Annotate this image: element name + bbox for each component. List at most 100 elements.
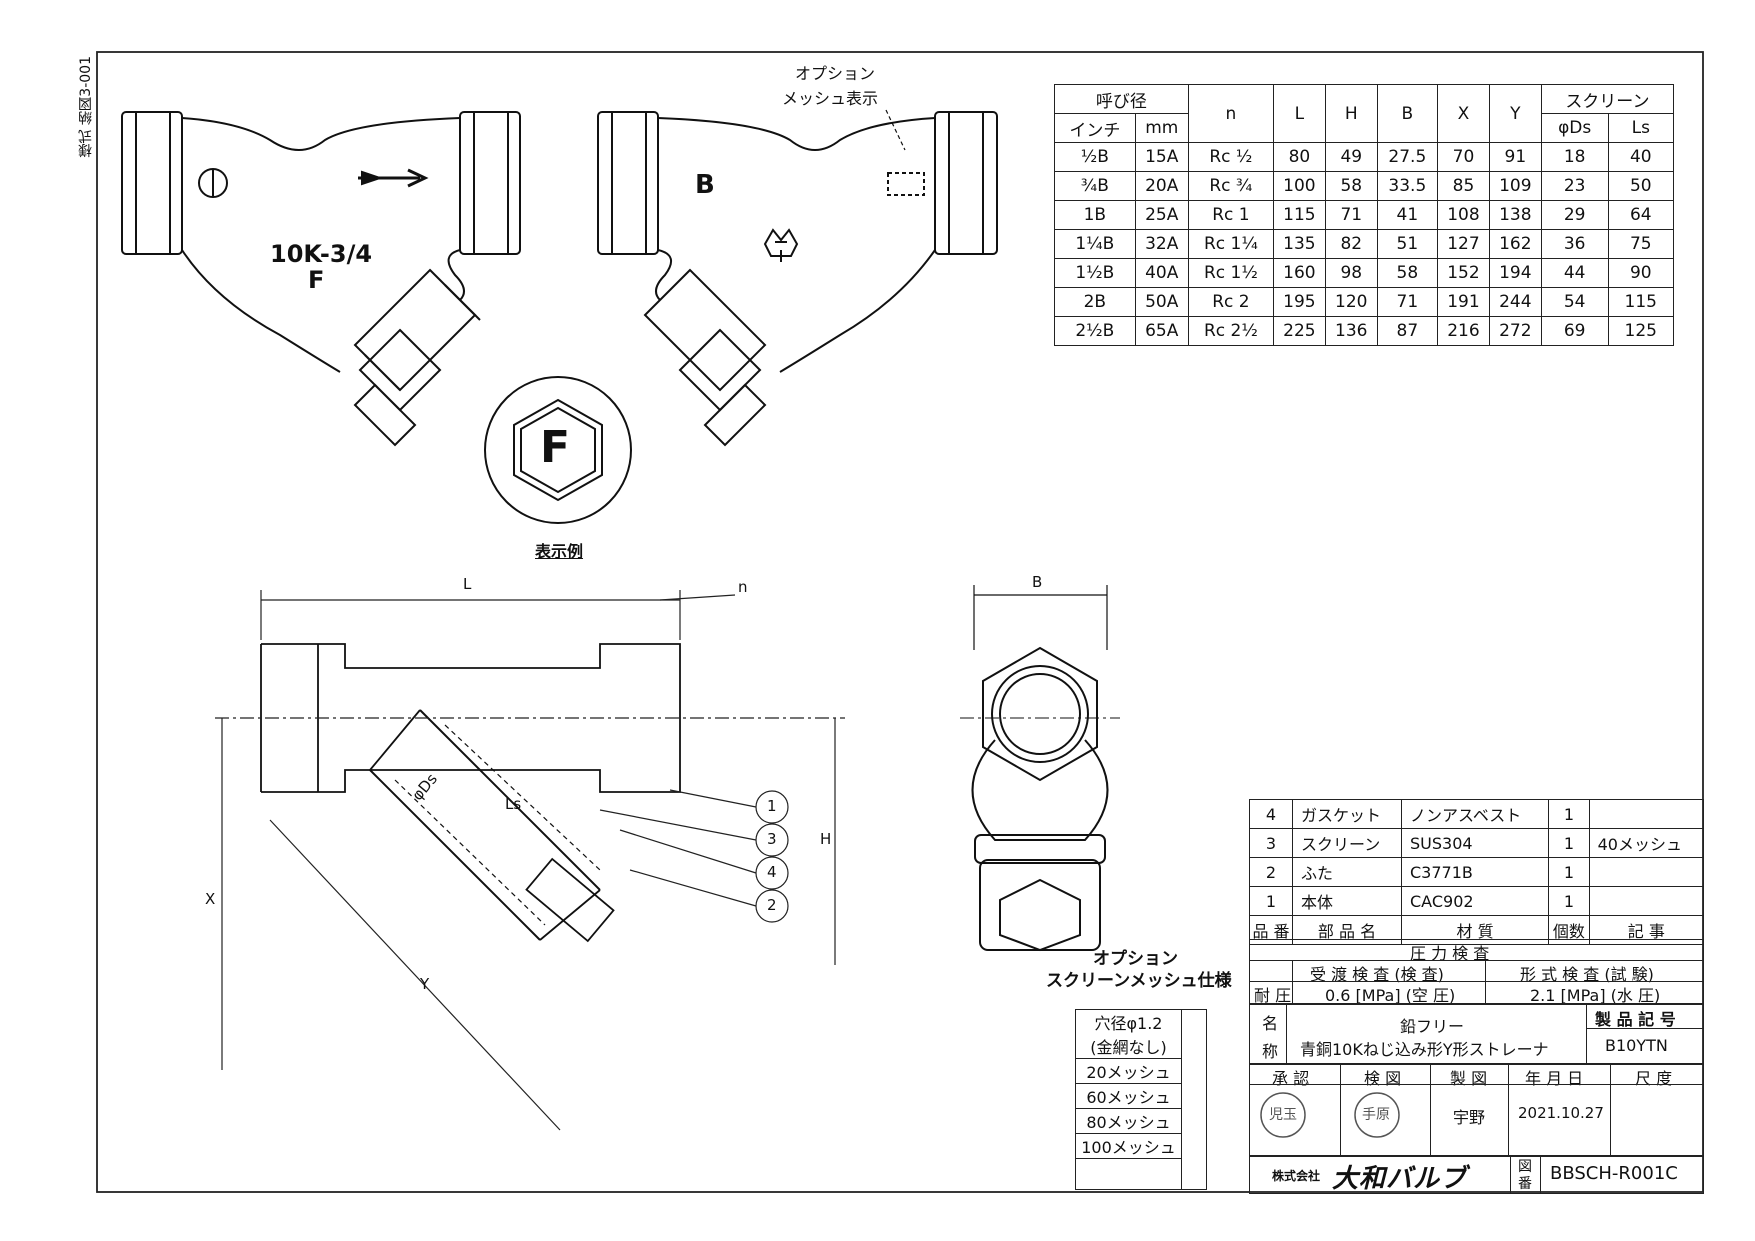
dimension-cell: 1¼B [1054,229,1136,259]
dimension-cell: 162 [1488,229,1542,259]
option-screen-table: 穴径φ1.2 (金網なし) 20メッシュ 60メッシュ 80メッシュ 100メッ… [1075,1009,1207,1190]
drawing-no-label-2: 番 [1518,1176,1532,1192]
parts-cell: C3771B [1400,857,1550,887]
dimension-cell: 136 [1324,316,1378,346]
dimension-cell: 115 [1607,287,1675,317]
pressure-test-title: 圧 力 検 査 [1410,944,1490,963]
dimension-cell: Rc 2 [1187,287,1274,317]
dimension-cell: ½B [1054,142,1136,172]
dimension-cell: 18 [1540,142,1609,172]
dimension-cell: Rc 1¼ [1187,229,1274,259]
dimension-cell: 127 [1437,229,1490,259]
pressure-test-block: 圧 力 検 査 受 渡 検 査 (検 査) 形 式 検 査 (試 験) 耐 圧 … [1249,939,1704,1005]
parts-header-qty: 個数 [1548,915,1590,945]
dimension-cell: 70 [1437,142,1490,172]
parts-cell: ノンアスベスト [1400,799,1550,829]
stamp-approve: 児玉 [1269,1107,1297,1123]
end-view [960,585,1120,952]
rear-b-marking: B [695,170,715,200]
dimension-cell: 82 [1324,229,1378,259]
balloon-1: 1 [767,797,777,815]
col-header-mm: mm [1134,113,1189,143]
dimension-cell: 91 [1488,142,1542,172]
dimension-cell: 85 [1437,171,1490,201]
dimension-cell: 80 [1272,142,1326,172]
dimension-cell: 1B [1054,200,1136,230]
dimension-cell: 23 [1540,171,1609,201]
dimension-cell: 40A [1134,258,1189,288]
mesh-row: 20メッシュ [1075,1058,1182,1084]
stamp-check: 手原 [1362,1107,1390,1123]
parts-cell: CAC902 [1400,886,1550,916]
dimension-cell: 54 [1540,287,1609,317]
col-header-n: n [1187,84,1274,143]
dimension-cell: 108 [1437,200,1490,230]
rear-view-body [597,109,998,447]
mesh-row: 100メッシュ [1075,1133,1182,1159]
dimension-cell: 98 [1324,258,1378,288]
dimension-cell: 75 [1607,229,1675,259]
dimension-cell: 115 [1272,200,1326,230]
pressure-val2: 2.1 [MPa] (水 圧) [1530,986,1661,1005]
dim-label-X: X [205,890,216,908]
product-name-line2: 青銅10Kねじ込み形Y形ストレーナ [1300,1040,1549,1059]
parts-cell: スクリーン [1292,828,1402,858]
product-name-line1: 鉛フリー [1400,1017,1465,1036]
name-label-1: 名 [1262,1014,1279,1033]
dimension-cell: Rc 1½ [1187,258,1274,288]
parts-cell [1588,886,1705,916]
dimension-cell: 29 [1540,200,1609,230]
dimension-cell: 58 [1376,258,1439,288]
mesh-row: 80メッシュ [1075,1108,1182,1134]
drawing-number: BBSCH-R001C [1550,1163,1678,1184]
col-header-Y: Y [1488,84,1542,143]
mesh-row: 穴径φ1.2 [1075,1009,1182,1034]
parts-header-name: 部 品 名 [1292,915,1402,945]
parts-cell: 4 [1249,799,1293,829]
dimension-cell: 109 [1488,171,1542,201]
dimension-cell: 33.5 [1376,171,1439,201]
parts-header-material: 材 質 [1400,915,1550,945]
display-example-plug [484,376,632,524]
product-code-label: 製 品 記 号 [1595,1010,1676,1029]
dimension-cell: 225 [1272,316,1326,346]
balloon-2: 2 [767,896,777,914]
balloon-3: 3 [767,830,777,848]
dimension-cell: 138 [1488,200,1542,230]
dimension-cell: 50A [1134,287,1189,317]
dimension-cell: 152 [1437,258,1490,288]
dimension-cell: Rc ½ [1187,142,1274,172]
parts-cell: 40メッシュ [1588,828,1705,858]
section-dimensions [215,590,845,1131]
company-block: 株式会社 大和バルブ 図 番 BBSCH-R001C [1249,1155,1704,1194]
mesh-row: (金網なし) [1075,1034,1182,1059]
dimension-cell: 50 [1607,171,1675,201]
front-view-body [121,111,521,447]
dimension-cell: 41 [1376,200,1439,230]
section-view [260,643,681,943]
dimension-cell: 135 [1272,229,1326,259]
parts-cell: 3 [1249,828,1293,858]
dimension-cell: 51 [1376,229,1439,259]
dimension-cell: 2½B [1054,316,1136,346]
dimension-cell: 69 [1540,316,1609,346]
dimension-cell: 100 [1272,171,1326,201]
drafter: 宇野 [1453,1108,1486,1127]
col-header-inch: インチ [1054,113,1136,143]
pressure-val1: 0.6 [MPa] (空 圧) [1325,986,1456,1005]
dimension-cell: 20A [1134,171,1189,201]
screen-group-header: スクリーン [1540,84,1675,114]
mesh-row: 60メッシュ [1075,1083,1182,1109]
dimension-cell: 194 [1488,258,1542,288]
company-prefix: 株式会社 [1272,1169,1321,1183]
name-block: 名 称 鉛フリー 青銅10Kねじ込み形Y形ストレーナ 製 品 記 号 B10YT… [1249,1003,1704,1065]
